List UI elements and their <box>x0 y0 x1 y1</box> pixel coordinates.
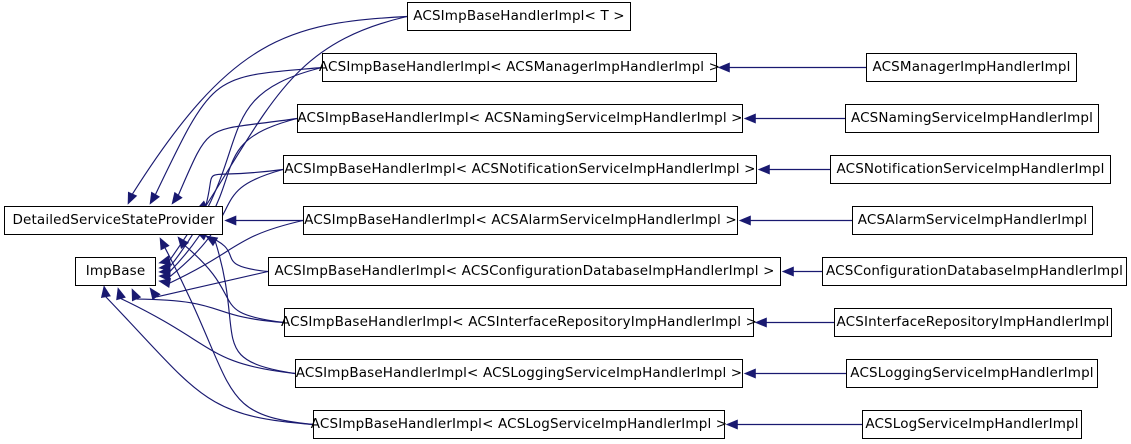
class-node-label: ACSImpBaseHandlerImpl< ACSLogServiceImpH… <box>310 415 728 432</box>
class-node-tpl-notif[interactable]: ACSImpBaseHandlerImpl< ACSNotificationSe… <box>283 155 757 184</box>
class-node-label: ACSImpBaseHandlerImpl< ACSNotificationSe… <box>284 160 756 177</box>
inheritance-edge <box>164 247 314 426</box>
inheritance-arrowhead <box>743 368 756 379</box>
inheritance-edge <box>169 117 298 272</box>
class-node-label: DetailedServiceStateProvider <box>12 211 215 228</box>
class-node-detailed-service-state-provider[interactable]: DetailedServiceStateProvider <box>4 206 223 235</box>
inheritance-arrowhead <box>149 191 161 205</box>
inheritance-arrowhead <box>717 62 730 73</box>
class-node-label: ACSAlarmServiceImpHandlerImpl <box>857 211 1088 228</box>
inheritance-arrowhead <box>158 278 172 288</box>
class-node-drv-naming[interactable]: ACSNamingServiceImpHandlerImpl <box>845 104 1099 133</box>
class-node-tpl-logging[interactable]: ACSImpBaseHandlerImpl< ACSLoggingService… <box>295 359 743 388</box>
inheritance-arrowhead <box>725 419 738 430</box>
inheritance-edge <box>177 117 298 196</box>
class-node-label: ACSImpBaseHandlerImpl< ACSAlarmServiceIm… <box>304 211 737 228</box>
inheritance-arrowhead <box>224 215 237 226</box>
class-node-label: ACSImpBaseHandlerImpl< ACSInterfaceRepos… <box>280 313 758 330</box>
class-node-tpl-alarm[interactable]: ACSImpBaseHandlerImpl< ACSAlarmServiceIm… <box>303 206 738 235</box>
inheritance-arrowhead <box>116 287 126 301</box>
inheritance-edge <box>120 298 296 375</box>
class-node-label: ACSNotificationServiceImpHandlerImpl <box>836 160 1105 177</box>
class-node-drv-manager[interactable]: ACSManagerImpHandlerImpl <box>866 53 1077 82</box>
inheritance-edge <box>214 241 296 375</box>
class-node-tpl-manager[interactable]: ACSImpBaseHandlerImpl< ACSManagerImpHand… <box>318 53 721 82</box>
class-node-label: ACSLogServiceImpHandlerImpl <box>865 415 1079 432</box>
class-node-label: ACSImpBaseHandlerImpl< ACSLoggingService… <box>295 364 743 381</box>
class-node-tpl-naming[interactable]: ACSImpBaseHandlerImpl< ACSNamingServiceI… <box>297 104 743 133</box>
inheritance-edge <box>154 66 323 195</box>
inheritance-edge <box>156 270 269 298</box>
inheritance-arrowhead <box>177 236 189 249</box>
class-node-label: ACSInterfaceRepositoryImpHandlerImpl <box>836 313 1110 330</box>
inheritance-arrowhead <box>158 255 172 266</box>
inheritance-arrowhead <box>127 191 138 205</box>
class-node-label: ACSImpBaseHandlerImpl< ACSNamingServiceI… <box>297 109 743 126</box>
inheritance-edge <box>205 168 284 206</box>
inheritance-arrowhead <box>757 164 770 175</box>
inheritance-edge <box>205 235 269 273</box>
class-node-label: ImpBase <box>85 262 146 279</box>
class-node-label: ACSLoggingServiceImpHandlerImpl <box>850 364 1094 381</box>
inheritance-edge <box>132 15 408 195</box>
inheritance-edge <box>136 298 285 324</box>
inheritance-edge <box>184 245 285 324</box>
inheritance-edge <box>105 296 314 426</box>
inheritance-arrowhead <box>171 191 183 205</box>
inheritance-arrowhead <box>738 215 751 226</box>
class-node-drv-config[interactable]: ACSConfigurationDatabaseImpHandlerImpl <box>822 257 1127 286</box>
inheritance-arrowhead <box>100 285 111 298</box>
class-node-drv-ifr[interactable]: ACSInterfaceRepositoryImpHandlerImpl <box>834 308 1112 337</box>
inheritance-arrowhead <box>205 235 219 247</box>
class-node-drv-logging[interactable]: ACSLoggingServiceImpHandlerImpl <box>846 359 1098 388</box>
class-node-label: ACSImpBaseHandlerImpl< ACSManagerImpHand… <box>318 58 721 75</box>
inheritance-arrowhead <box>149 287 161 301</box>
class-node-label: ACSImpBaseHandlerImpl< T > <box>413 7 625 24</box>
inheritance-edge <box>169 168 284 277</box>
inheritance-edge <box>169 219 304 284</box>
inheritance-arrowhead <box>754 317 767 328</box>
class-node-drv-alarm[interactable]: ACSAlarmServiceImpHandlerImpl <box>852 206 1093 235</box>
class-node-tpl-ifr[interactable]: ACSImpBaseHandlerImpl< ACSInterfaceRepos… <box>280 308 758 337</box>
inheritance-arrowhead <box>781 266 794 277</box>
class-node-label: ACSManagerImpHandlerImpl <box>872 58 1071 75</box>
class-node-tpl-config[interactable]: ACSImpBaseHandlerImpl< ACSConfigurationD… <box>268 257 781 286</box>
class-node-drv-log[interactable]: ACSLogServiceImpHandlerImpl <box>862 410 1082 439</box>
class-node-imp-base[interactable]: ImpBase <box>75 257 156 286</box>
class-node-label: ACSImpBaseHandlerImpl< ACSConfigurationD… <box>274 262 775 279</box>
inheritance-arrowhead <box>159 237 170 251</box>
class-node-label: ACSConfigurationDatabaseImpHandlerImpl <box>826 262 1123 279</box>
inheritance-arrowhead <box>131 288 142 302</box>
class-node-tpl-log[interactable]: ACSImpBaseHandlerImpl< ACSLogServiceImpH… <box>310 410 728 439</box>
class-node-drv-notif[interactable]: ACSNotificationServiceImpHandlerImpl <box>830 155 1111 184</box>
class-node-tpl-t[interactable]: ACSImpBaseHandlerImpl< T > <box>407 2 631 31</box>
class-node-label: ACSNamingServiceImpHandlerImpl <box>850 109 1094 126</box>
inheritance-arrowhead <box>743 113 756 124</box>
